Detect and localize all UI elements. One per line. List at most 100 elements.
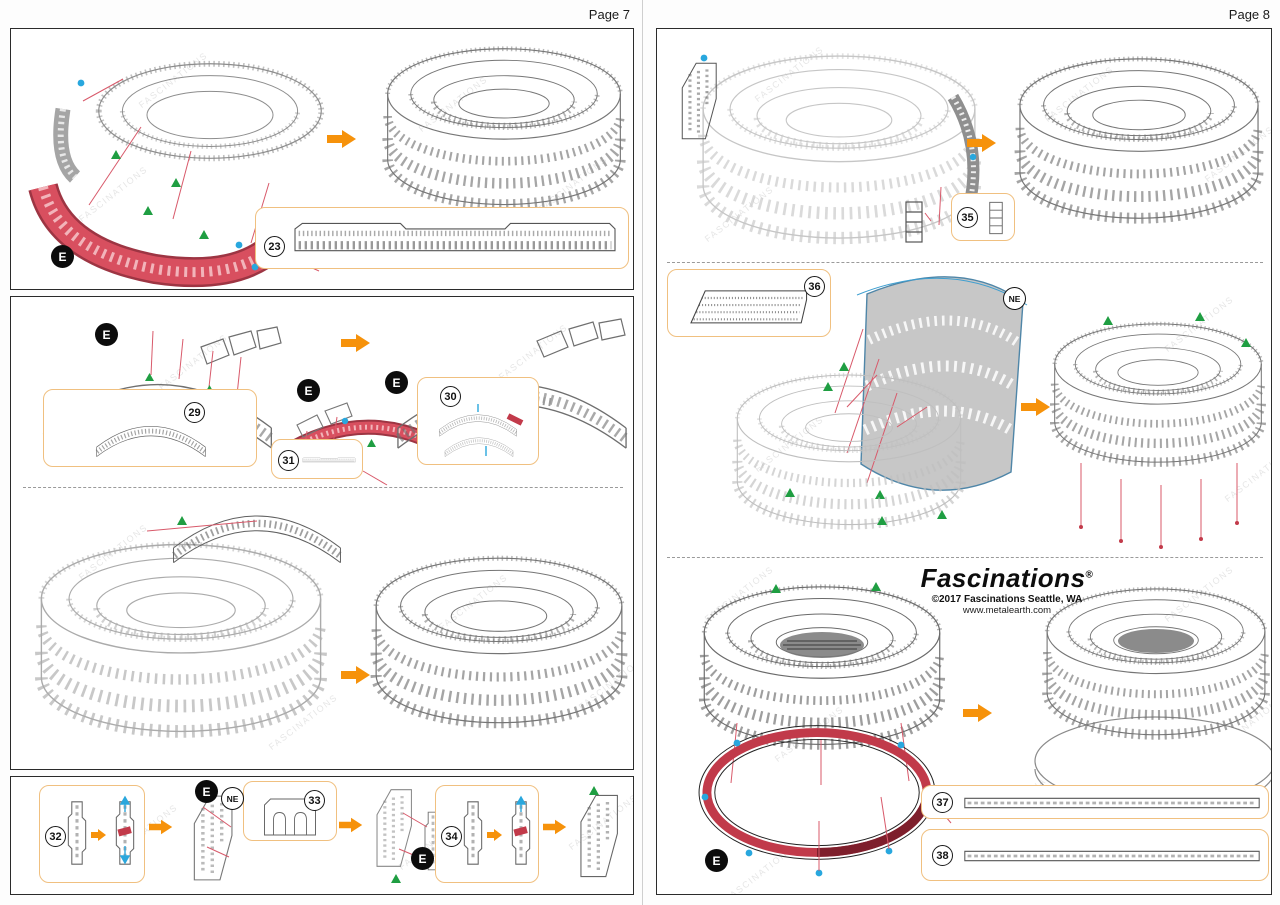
page7-step-box-1: FASCINATIONS FASCINATIONS FASCINATIONS F… bbox=[10, 28, 634, 290]
website-line: www.metalearth.com bbox=[962, 605, 1052, 617]
part-36-callout-number: 36 bbox=[804, 276, 825, 297]
page7-label: Page 7 bbox=[588, 7, 630, 22]
part-33-callout: 33 bbox=[243, 781, 337, 841]
blue-direction-arrows bbox=[515, 795, 527, 812]
blue-tab-marker bbox=[341, 417, 349, 425]
section-divider bbox=[23, 487, 623, 488]
registered-mark: ® bbox=[1085, 569, 1094, 581]
ring-with-arc-illustration bbox=[27, 495, 351, 763]
blue-tab-markers bbox=[701, 739, 933, 877]
ring-result-illustration bbox=[363, 531, 634, 765]
blue-tab-marker bbox=[700, 54, 708, 62]
part-31-callout-number: 31 bbox=[278, 450, 299, 471]
tower-piece-illustration bbox=[680, 54, 719, 141]
tower-result-illustration bbox=[579, 786, 620, 879]
step-arrow-icon bbox=[967, 133, 997, 153]
green-triangle-marker bbox=[589, 786, 599, 795]
part-35-callout: 35 bbox=[951, 193, 1015, 241]
part-35-ladder-illustration bbox=[984, 200, 1008, 236]
part-e-marker: E bbox=[95, 323, 118, 346]
part-23-strip-illustration bbox=[290, 218, 620, 258]
wall-segment-pieces bbox=[296, 402, 353, 438]
part-e-marker: E bbox=[411, 847, 434, 870]
wall-segment-pieces bbox=[536, 318, 626, 358]
part-36-callout: 36 bbox=[667, 269, 831, 337]
part-30-callout-number: 30 bbox=[440, 386, 461, 407]
part-36-grandstand-illustration bbox=[674, 282, 820, 330]
red-wall-band-piece bbox=[28, 182, 283, 288]
part-34-callout: 34 bbox=[435, 785, 539, 883]
ladder-piece-illustration bbox=[905, 201, 932, 243]
part-38-callout: 38 bbox=[921, 829, 1269, 881]
part-e-marker: E bbox=[705, 849, 728, 872]
tower-piece-illustration bbox=[192, 794, 234, 882]
part-38-callout-number: 38 bbox=[932, 845, 953, 866]
assembly-guide-lines bbox=[846, 374, 928, 428]
step-arrow-icon bbox=[327, 129, 357, 149]
green-triangle-marker bbox=[367, 439, 376, 447]
part-29-callout: 29 bbox=[43, 389, 257, 467]
part-29-callout-number: 29 bbox=[184, 402, 205, 423]
page8-step-box: FASCINATIONS FASCINATIONS FASCINATIONS F… bbox=[656, 28, 1272, 895]
green-triangle-marker bbox=[839, 362, 849, 371]
green-triangle-marker bbox=[177, 516, 187, 525]
red-pin-heads bbox=[1079, 521, 1239, 549]
red-connector-piece bbox=[513, 826, 528, 837]
green-triangle-markers bbox=[785, 382, 947, 525]
colosseum-with-tower-illustration bbox=[691, 37, 997, 275]
assembly-guide-lines bbox=[150, 330, 242, 396]
colosseum-result-illustration bbox=[1009, 37, 1272, 259]
page-divider bbox=[642, 0, 643, 905]
section-divider bbox=[667, 262, 1263, 263]
part-29-arc-illustration bbox=[58, 414, 244, 462]
step-arrow-icon bbox=[339, 817, 363, 833]
blue-direction-arrows bbox=[119, 795, 131, 865]
mini-arrow-icon bbox=[91, 829, 106, 841]
part-37-callout: 37 bbox=[921, 785, 1269, 819]
step-arrow-icon bbox=[1021, 397, 1051, 417]
part-e-marker: E bbox=[385, 371, 408, 394]
part-38-strip-illustration bbox=[962, 846, 1262, 866]
section-divider bbox=[667, 557, 1263, 558]
red-pin-lines bbox=[1080, 463, 1238, 545]
part-33-callout-number: 33 bbox=[304, 790, 325, 811]
green-triangle-markers bbox=[1103, 312, 1251, 347]
part-31-strip-illustration bbox=[302, 450, 356, 470]
part-e-marker: E bbox=[297, 379, 320, 402]
part-30-callout: 30 bbox=[417, 377, 539, 465]
part-37-callout-number: 37 bbox=[932, 792, 953, 813]
part-e-marker: E bbox=[51, 245, 74, 268]
part-23-callout-number: 23 bbox=[264, 236, 285, 257]
part-30-arcs-illustration bbox=[437, 404, 524, 459]
colosseum-base-state-illustration bbox=[727, 347, 977, 567]
page7-step-box-2: FASCINATIONS FASCINATIONS FASCINATIONS F… bbox=[10, 296, 634, 770]
page7-step-box-3: FASCINATIONS FASCINATIONS FASCINATIONS 3… bbox=[10, 776, 634, 895]
assembled-ring-illustration bbox=[377, 37, 633, 229]
exploded-ring-assembly-illustration bbox=[28, 35, 359, 288]
assembly-guide-line bbox=[146, 520, 258, 532]
blue-tab-markers bbox=[477, 404, 487, 456]
colosseum-with-pins-illustration bbox=[1045, 312, 1272, 549]
mini-arrow-icon bbox=[487, 829, 502, 841]
red-base-ring-illustration bbox=[685, 701, 952, 877]
blue-tab-marker bbox=[969, 153, 977, 161]
red-connector-piece bbox=[117, 826, 132, 837]
part-ne-marker: NE bbox=[221, 787, 244, 810]
part-32-pieces-illustration bbox=[66, 795, 136, 866]
part-32-callout: 32 bbox=[39, 785, 145, 883]
assembly-guide-lines bbox=[202, 806, 232, 858]
page8-label: Page 8 bbox=[1228, 7, 1270, 22]
copyright-line: ©2017 Fascinations Seattle, WA bbox=[931, 594, 1083, 606]
part-37-strip-illustration bbox=[962, 794, 1262, 812]
part-35-callout-number: 35 bbox=[957, 207, 978, 228]
green-triangle-marker bbox=[391, 874, 401, 883]
wall-segment-pieces bbox=[200, 326, 282, 365]
green-triangle-marker bbox=[875, 490, 885, 499]
part-34-pieces-illustration bbox=[462, 795, 532, 866]
green-triangle-markers bbox=[111, 150, 209, 239]
part-32-callout-number: 32 bbox=[45, 826, 66, 847]
step-arrow-icon bbox=[963, 703, 993, 723]
step-arrow-icon bbox=[543, 819, 567, 835]
part-e-marker: E bbox=[195, 780, 218, 803]
